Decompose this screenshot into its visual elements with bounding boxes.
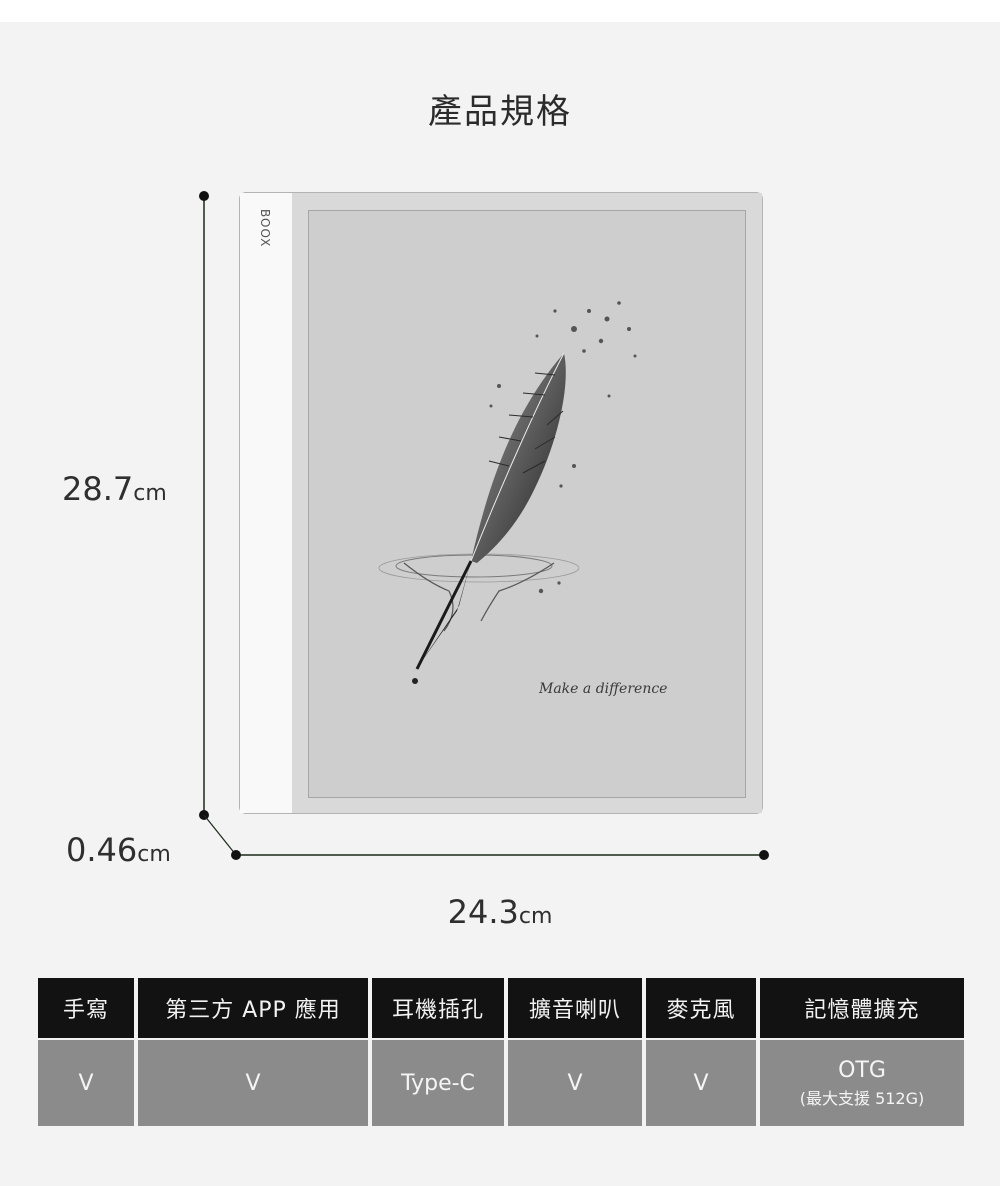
spec-table: 手寫 第三方 APP 應用 耳機插孔 擴音喇叭 麥克風 記憶體擴充 V V Ty… [38, 978, 964, 1126]
screen-frame: Make a difference [292, 193, 762, 813]
spec-value: V [38, 1040, 134, 1126]
brand-logo: BOOX [258, 209, 272, 248]
depth-dimension: 0.46cm [66, 831, 171, 869]
screen-caption: Make a difference [539, 681, 668, 697]
spec-value: Type-C [372, 1040, 504, 1126]
width-unit: cm [518, 904, 553, 929]
feather-illustration [378, 301, 637, 684]
spec-value: V [646, 1040, 756, 1126]
height-value: 28.7 [62, 470, 134, 508]
width-value: 24.3 [447, 893, 519, 931]
depth-unit: cm [137, 842, 171, 867]
spec-header: 擴音喇叭 [508, 978, 642, 1038]
height-unit: cm [133, 481, 167, 506]
memory-note: (最大支援 512G) [799, 1088, 925, 1108]
spec-value: V [508, 1040, 642, 1126]
device-bezel: BOOX [240, 193, 293, 813]
depth-value: 0.46 [66, 831, 138, 869]
spec-header: 手寫 [38, 978, 134, 1038]
memory-spec-cell: OTG (最大支援 512G) [760, 1040, 964, 1126]
height-dimension: 28.7cm [62, 470, 167, 508]
spec-value: V [138, 1040, 368, 1126]
spec-header: 第三方 APP 應用 [138, 978, 368, 1038]
spec-header: 記憶體擴充 [760, 978, 964, 1038]
spec-header: 耳機插孔 [372, 978, 504, 1038]
spec-header: 麥克風 [646, 978, 756, 1038]
spec-value: OTG [838, 1057, 886, 1083]
page-title: 產品規格 [428, 92, 572, 132]
device-screen: Make a difference [308, 210, 746, 798]
width-dimension: 24.3cm [0, 893, 1000, 931]
ereader-device: BOOX [239, 192, 763, 814]
